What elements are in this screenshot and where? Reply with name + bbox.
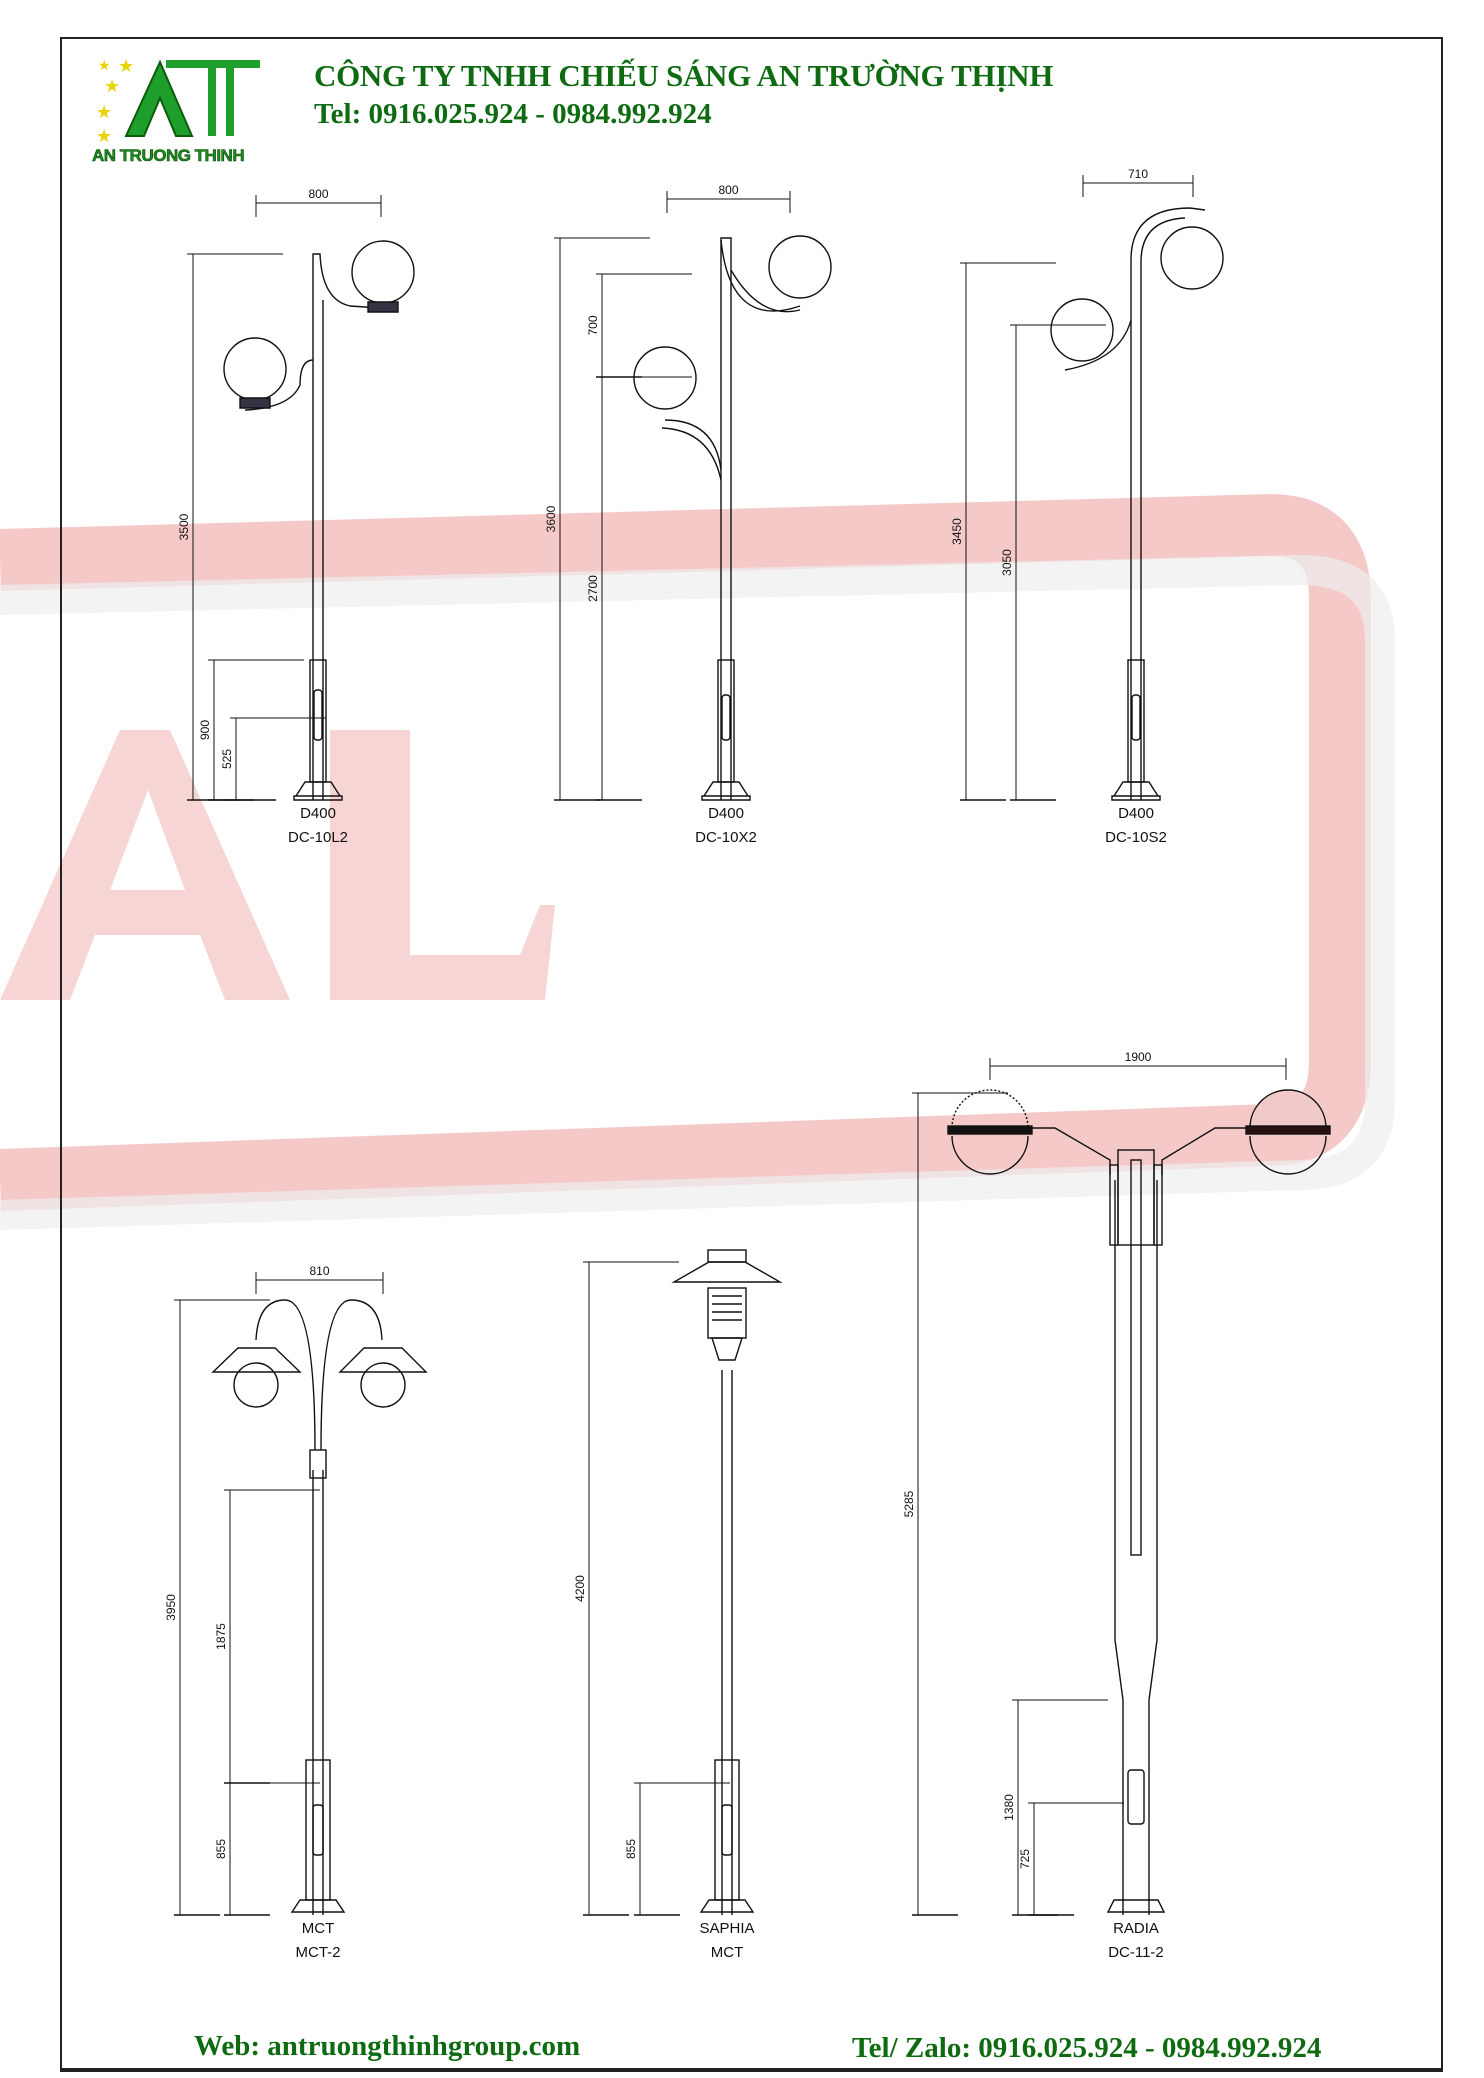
- dimension: 810: [255, 1264, 384, 1294]
- dimension: 3050: [1000, 324, 1106, 801]
- globe-icon: [360, 1362, 406, 1408]
- lamp-name: D400: [300, 805, 336, 822]
- dimension-label: 800: [308, 187, 328, 201]
- dimension: 525: [220, 717, 326, 801]
- dimension: 4200: [573, 1261, 679, 1916]
- dimension: 3450: [950, 262, 1056, 801]
- logo-a-icon: [124, 59, 194, 137]
- footer-website[interactable]: Web: antruongthinhgroup.com: [194, 2030, 581, 2062]
- lamp-model: DC-10L2: [288, 829, 348, 846]
- footer-phone: Tel/ Zalo: 0916.025.924 - 0984.992.924: [852, 2032, 1322, 2064]
- dimension-label: 710: [1128, 167, 1148, 181]
- dimension: 2700: [586, 376, 692, 801]
- dimension-label: 700: [586, 315, 600, 335]
- lamp-model: MCT: [711, 1944, 744, 1961]
- lamp-name: RADIA: [1113, 1920, 1159, 1937]
- dimension: 855: [624, 1782, 730, 1916]
- dimension: 1900: [989, 1050, 1287, 1080]
- svg-text:★: ★: [118, 56, 134, 76]
- globe-icon: [351, 240, 415, 304]
- dimension-label: 855: [214, 1839, 228, 1859]
- dimension-label: 900: [198, 720, 212, 740]
- lamp-head-icon: [951, 1089, 1029, 1129]
- dimension: 3600: [544, 237, 650, 801]
- dimension-label: 4200: [573, 1575, 587, 1602]
- globe-icon: [1050, 298, 1114, 362]
- lamp-name: D400: [1118, 805, 1154, 822]
- dimension: 1380: [1002, 1699, 1108, 1916]
- company-name: CÔNG TY TNHH CHIẾU SÁNG AN TRƯỜNG THỊNH: [314, 58, 1054, 93]
- dimension-label: 5285: [902, 1490, 916, 1517]
- globe-icon: [233, 1362, 279, 1408]
- dimension: 1875: [214, 1489, 320, 1784]
- dimension: 900: [198, 659, 304, 801]
- dimension-label: 525: [220, 749, 234, 769]
- dimension-label: 1875: [214, 1623, 228, 1650]
- globe-icon: [1160, 226, 1224, 290]
- lamp-mct-2: [211, 1299, 428, 1915]
- lamp-model: DC-11-2: [1108, 1944, 1164, 1961]
- lamp-dc-10l2: [223, 240, 415, 801]
- dimension-label: 3600: [544, 505, 558, 532]
- dimension-label: 2700: [586, 575, 600, 602]
- svg-text:★: ★: [96, 126, 112, 146]
- dimension-label: 725: [1018, 1849, 1032, 1869]
- globe-icon: [768, 235, 832, 299]
- dimension: 710: [1082, 167, 1194, 197]
- dimension-label: 3450: [950, 518, 964, 545]
- dimension: 3950: [164, 1299, 270, 1916]
- header-phone: Tel: 0916.025.924 - 0984.992.924: [314, 98, 712, 130]
- lamp-radia: [947, 1089, 1331, 1915]
- dimension-label: 3950: [164, 1594, 178, 1621]
- lamp-name: SAPHIA: [699, 1920, 754, 1937]
- dimension-lines: 800 3500 900 525 800 3600 700 2700 710 3450 3050 81…: [164, 167, 1287, 1916]
- lamp-model: DC-10X2: [695, 829, 757, 846]
- svg-text:★: ★: [98, 57, 111, 73]
- dimension: 800: [255, 187, 382, 217]
- dimension: 5285: [902, 1092, 1008, 1916]
- logo-t-icon: [166, 60, 260, 136]
- dimension: 855: [214, 1782, 320, 1916]
- dimension-label: 800: [718, 183, 738, 197]
- lamp-saphia: [671, 1249, 783, 1915]
- svg-text:★: ★: [104, 76, 120, 96]
- dimension-label: 855: [624, 1839, 638, 1859]
- lamp-model: DC-10S2: [1105, 829, 1167, 846]
- dimension: 725: [1018, 1802, 1124, 1916]
- lamp-head-icon: [1249, 1089, 1327, 1129]
- logo-text: AN TRUONG THINH: [92, 146, 245, 166]
- lamp-dc-10x2: [633, 235, 832, 801]
- dimension: 800: [666, 183, 791, 213]
- dimension-label: 1380: [1002, 1794, 1016, 1821]
- logo-stars-icon: ★★ ★★ ★: [96, 56, 134, 146]
- lamp-name: MCT: [302, 1920, 335, 1937]
- globe-icon: [633, 346, 697, 410]
- dimension-label: 810: [309, 1264, 329, 1278]
- globe-icon: [223, 337, 287, 401]
- dimension-label: 1900: [1125, 1050, 1152, 1064]
- dimension-label: 3050: [1000, 549, 1014, 576]
- watermark-letters-picture: [0, 730, 555, 1000]
- lamp-dc-10s2: [1050, 207, 1224, 801]
- drawing-frame: [60, 37, 1443, 2072]
- dimension-label: 3500: [177, 513, 191, 540]
- lamp-model: MCT-2: [296, 1944, 341, 1961]
- svg-text:★: ★: [96, 102, 112, 122]
- lamp-name: D400: [708, 805, 744, 822]
